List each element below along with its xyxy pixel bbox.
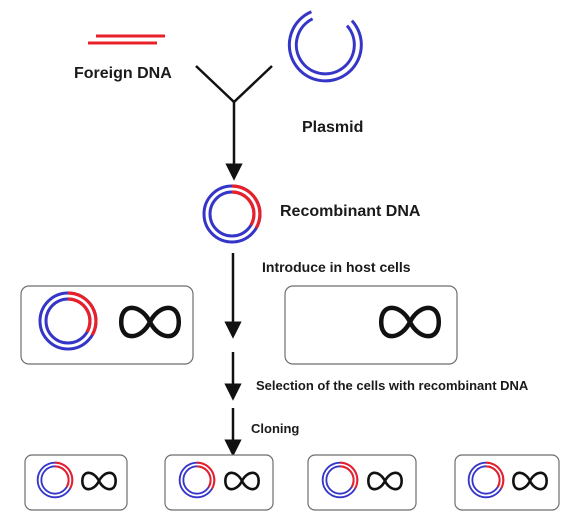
introduce-label: Introduce in host cells [262, 259, 411, 275]
merge-connector [195, 65, 273, 181]
plasmid-label: Plasmid [302, 119, 363, 136]
host-cell-untransformed [284, 285, 458, 365]
host-cell-transformed [20, 285, 194, 365]
cloned-cell [454, 454, 560, 511]
foreign-dna-label: Foreign DNA [74, 65, 172, 82]
plasmid-icon [287, 10, 363, 83]
selection-label: Selection of the cells with recombinant … [256, 378, 529, 393]
cloned-cell [307, 454, 417, 511]
cloned-cell [164, 454, 274, 511]
cloning-label: Cloning [251, 421, 299, 436]
recombinant-dna-label: Recombinant DNA [280, 203, 421, 220]
foreign-dna-icon [88, 34, 165, 45]
recombinant-plasmid-icon [202, 184, 262, 244]
cloned-cell [24, 454, 128, 511]
